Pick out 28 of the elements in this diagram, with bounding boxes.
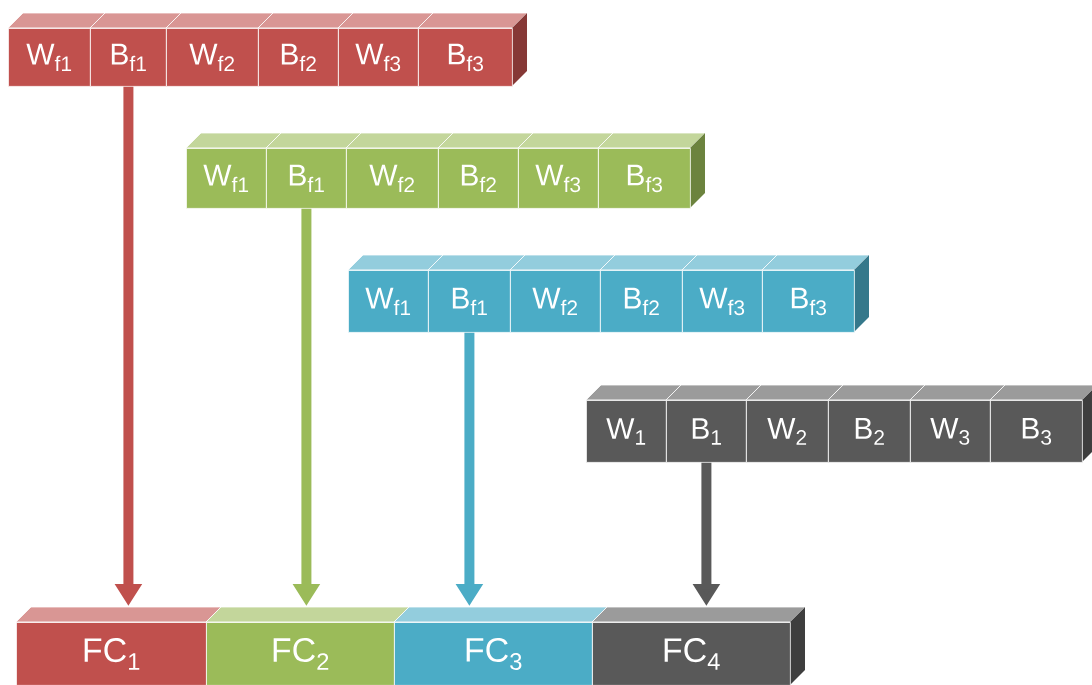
cell-block: W$_{3}$ — [909, 384, 1006, 463]
cell-block: FC$_{3}$ — [393, 606, 608, 685]
cell-block: B$_{2}$ — [827, 384, 926, 463]
cell-block: B$_{f1}$ — [89, 12, 182, 87]
cell-block: W$_{2}$ — [745, 384, 844, 463]
cell-block: W$_{1}$ — [585, 384, 682, 463]
cell-block: W$_{f1}$ — [347, 254, 444, 333]
cell-block: B$_{f1}$ — [427, 254, 526, 333]
cell-block: B$_{1}$ — [665, 384, 762, 463]
cell-block: FC$_{1}$ — [15, 606, 222, 685]
cell-block: W$_{f1}$ — [7, 12, 106, 87]
cell-block: W$_{f1}$ — [185, 132, 282, 209]
cell-block: W$_{f2}$ — [509, 254, 616, 333]
cell-block: B$_{f3}$ — [761, 254, 870, 333]
cell-block: B$_{f2}$ — [257, 12, 354, 87]
cell-block: FC$_{4}$ — [591, 606, 806, 685]
cell-block: W$_{f3}$ — [681, 254, 778, 333]
cell-block: FC$_{2}$ — [205, 606, 410, 685]
cell-block: B$_{f1}$ — [265, 132, 362, 209]
cell-block: B$_{f3}$ — [417, 12, 528, 87]
cell-block: W$_{f3}$ — [517, 132, 614, 209]
cell-block: W$_{f2}$ — [165, 12, 274, 87]
cell-block: W$_{f2}$ — [345, 132, 454, 209]
cell-block: B$_{f2}$ — [437, 132, 534, 209]
cell-block: W$_{f3}$ — [337, 12, 434, 87]
cell-block: B$_{f3}$ — [597, 132, 706, 209]
cell-block: B$_{f2}$ — [599, 254, 698, 333]
cell-block: B$_{3}$ — [989, 384, 1092, 463]
